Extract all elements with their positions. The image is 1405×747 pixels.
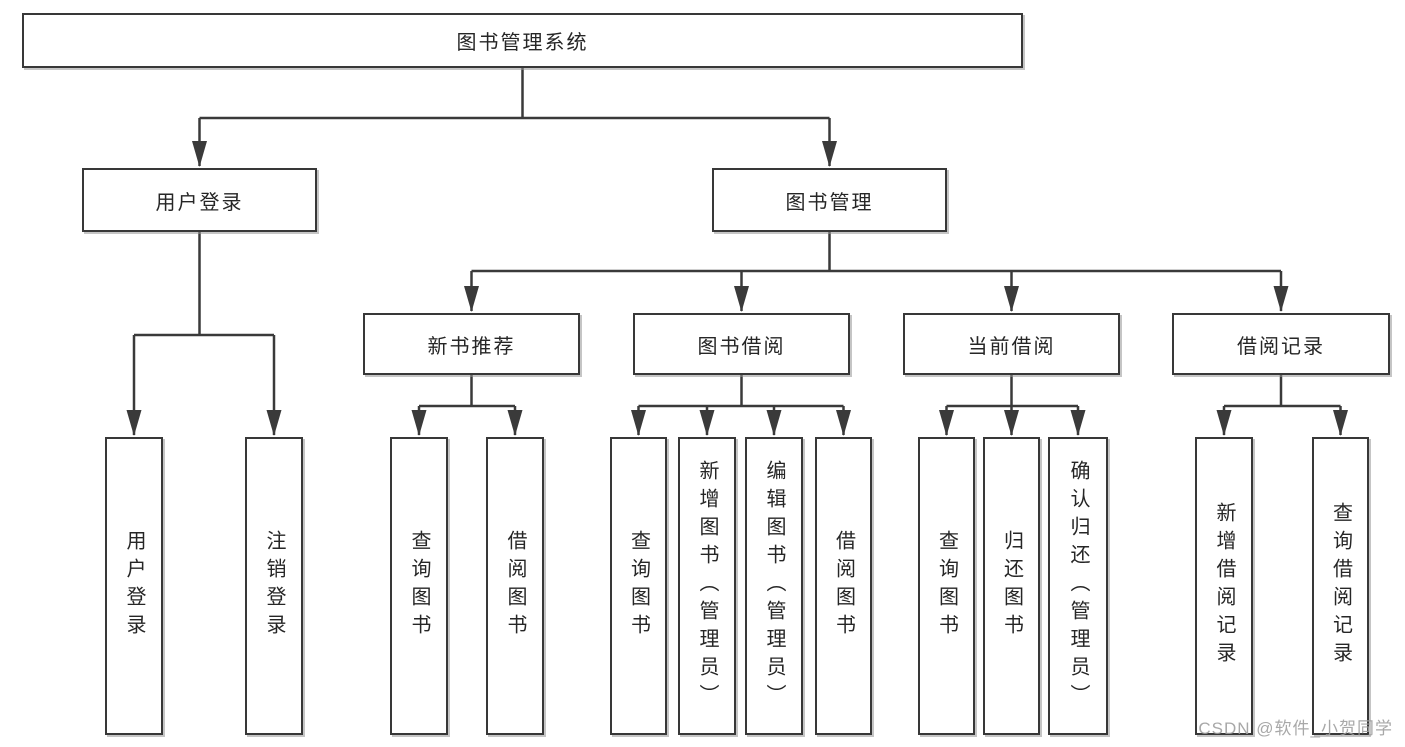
leaf-query-borrow-record: 查询借阅记录 (1312, 437, 1369, 735)
node-label: 图书管理 (785, 191, 874, 214)
leaf-return-book: 归还图书 (983, 437, 1040, 735)
node-label: 确认归还（管理员） (1067, 460, 1089, 712)
node-label: 借阅记录 (1237, 335, 1325, 358)
node-label: 查询图书 (935, 530, 958, 642)
leaf-query-book-borrowing: 查询图书 (610, 437, 667, 735)
connector (1224, 375, 1341, 408)
node-book-borrowing: 图书借阅 (633, 313, 850, 375)
node-label: 查询借阅记录 (1329, 502, 1352, 670)
node-label: 归还图书 (1000, 530, 1023, 642)
leaf-borrow-book: 借阅图书 (815, 437, 872, 735)
leaf-borrow-book-recommend: 借阅图书 (486, 437, 544, 735)
node-label: 图书管理系统 (456, 32, 589, 54)
connector (471, 232, 1281, 273)
node-label: 新书推荐 (427, 335, 516, 358)
node-label: 查询图书 (627, 530, 650, 642)
leaf-confirm-return-admin: 确认归还（管理员） (1048, 437, 1108, 735)
leaf-add-borrow-record: 新增借阅记录 (1195, 437, 1253, 735)
node-label: 当前借阅 (967, 335, 1056, 358)
node-label: 借阅图书 (504, 530, 526, 642)
node-new-book-recommend: 新书推荐 (363, 313, 580, 375)
node-borrow-records: 借阅记录 (1172, 313, 1390, 375)
connector (638, 375, 844, 408)
leaf-query-book-current: 查询图书 (918, 437, 975, 735)
csdn-watermark: CSDN @软件_小贺同学 (1198, 719, 1393, 738)
node-label: 新增图书（管理员） (696, 460, 718, 712)
node-label: 注销登录 (263, 530, 285, 642)
node-label: 借阅图书 (832, 530, 855, 642)
node-label: 编辑图书（管理员） (763, 460, 785, 712)
leaf-logout: 注销登录 (245, 437, 303, 735)
node-label: 用户登录 (123, 530, 145, 642)
leaf-user-login: 用户登录 (105, 437, 163, 735)
connector (419, 375, 515, 408)
node-label: 用户登录 (155, 191, 244, 214)
leaf-edit-book-admin: 编辑图书（管理员） (745, 437, 803, 735)
node-label: 图书借阅 (697, 335, 786, 358)
node-library-system: 图书管理系统 (22, 13, 1023, 68)
connector (134, 232, 274, 337)
node-label: 新增借阅记录 (1213, 502, 1235, 670)
node-label: 查询图书 (408, 530, 430, 642)
node-book-management: 图书管理 (712, 168, 947, 232)
node-current-borrowing: 当前借阅 (903, 313, 1120, 375)
leaf-add-book-admin: 新增图书（管理员） (678, 437, 736, 735)
leaf-query-book-recommend: 查询图书 (390, 437, 448, 735)
node-user-login: 用户登录 (82, 168, 317, 232)
connector (946, 375, 1078, 408)
connector-group (126, 68, 1348, 436)
connector (199, 68, 830, 120)
